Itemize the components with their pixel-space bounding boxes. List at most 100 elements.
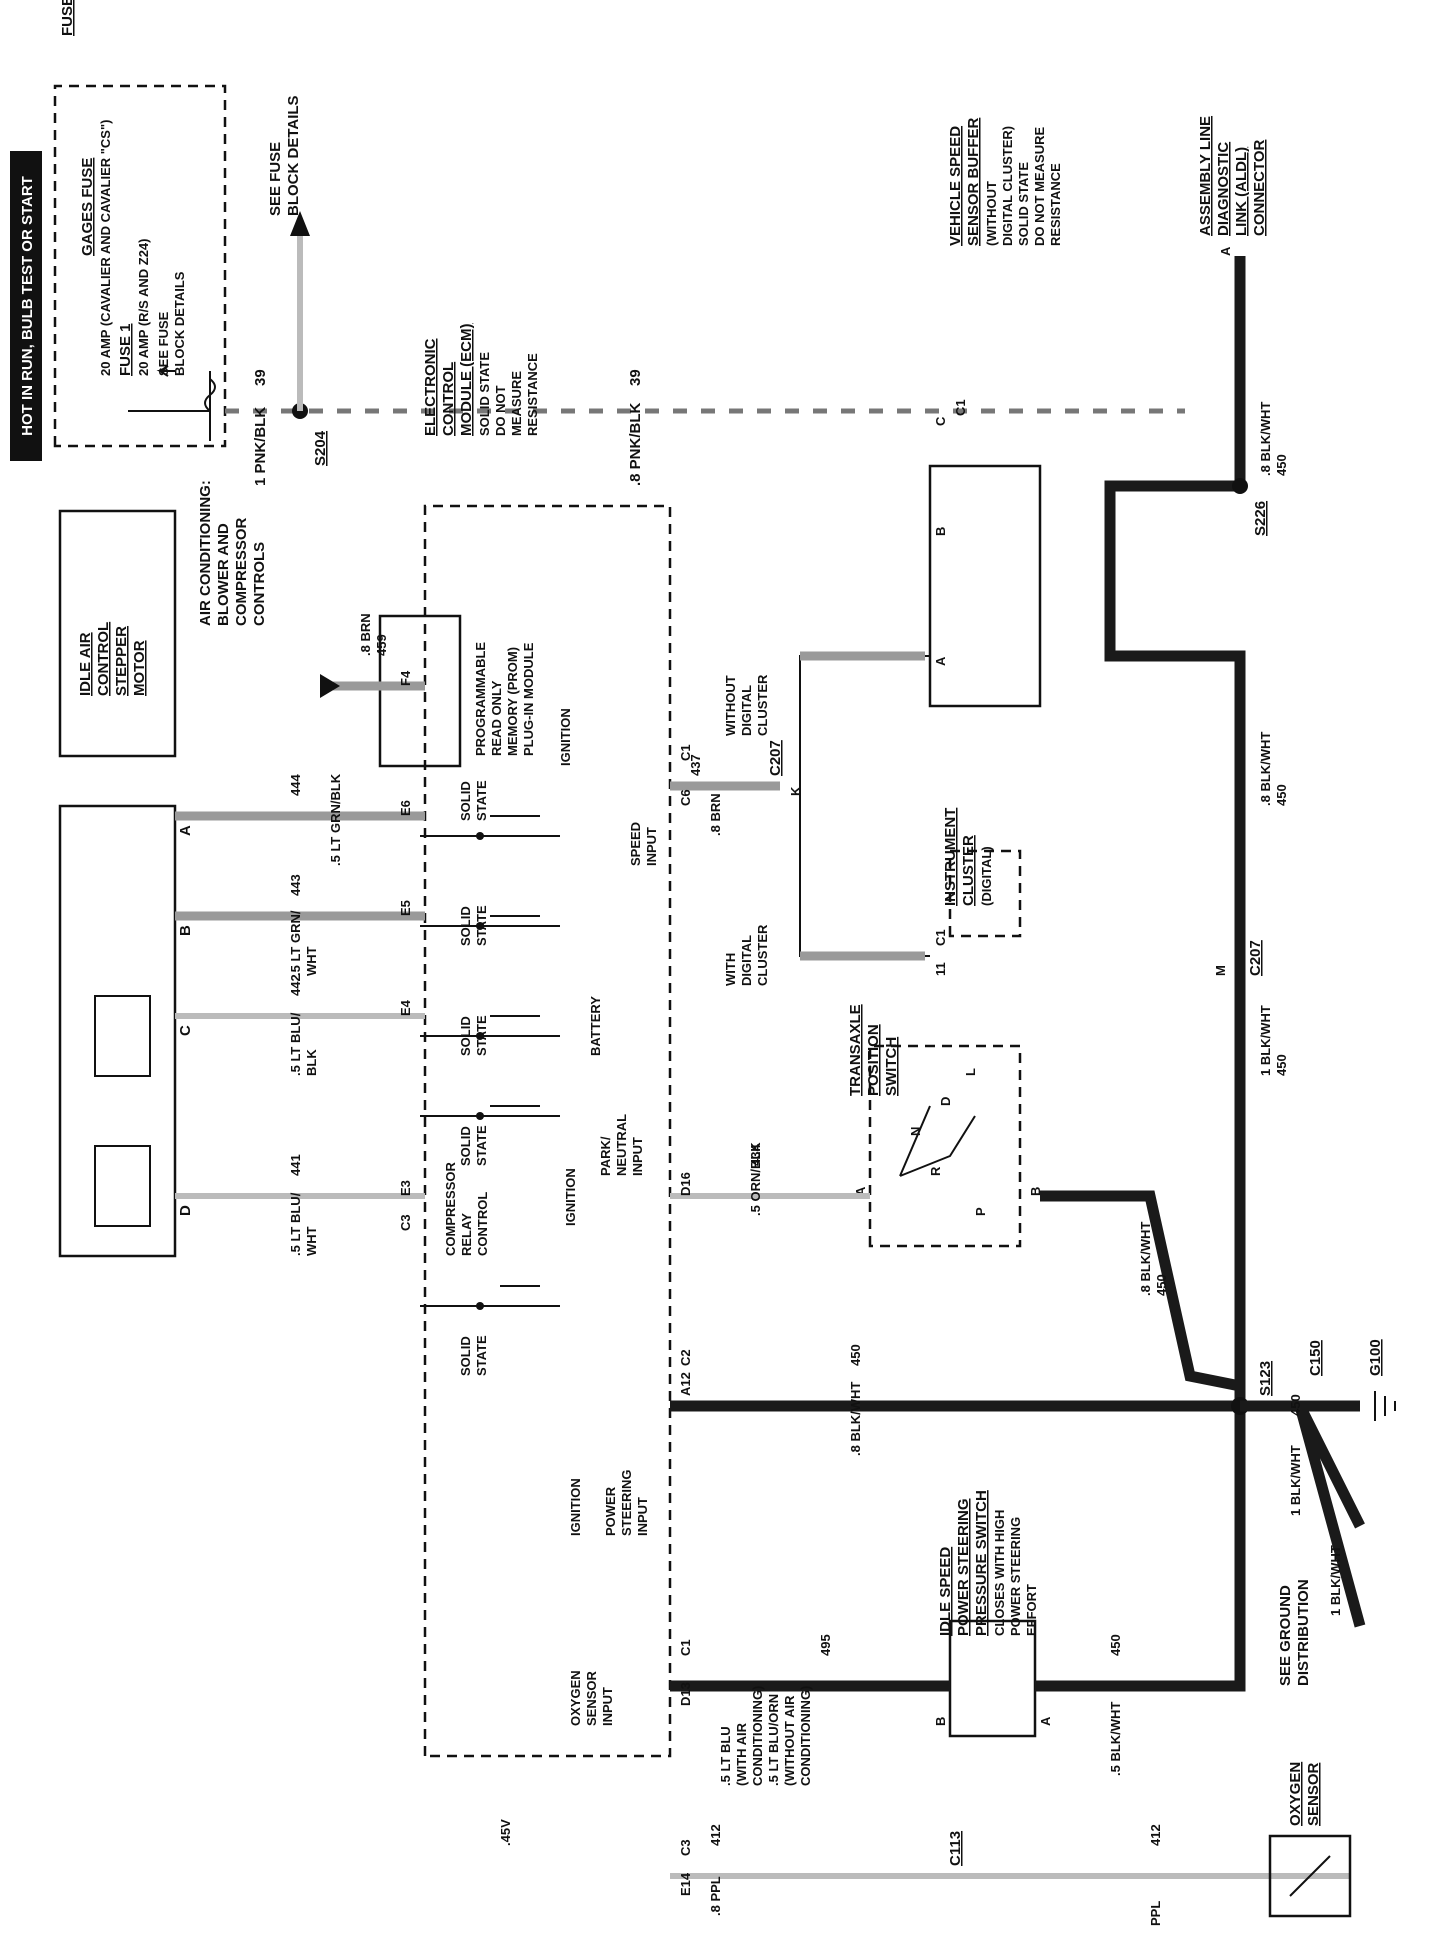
solid-state-5b: STATE	[474, 1335, 489, 1376]
w495-g1: .5 LT BLU	[718, 1726, 733, 1786]
w441-circuit: 441	[288, 1154, 303, 1176]
tps-pos-r: R	[928, 1166, 943, 1176]
vss-note-2: DIGITAL CLUSTER)	[1000, 126, 1015, 246]
solid-state-4a: SOLID	[458, 1126, 473, 1166]
ps-switch-circuit: 450	[1108, 1634, 1123, 1656]
w450-gauge-1: .8 BLK/WHT	[1258, 402, 1273, 476]
s226-label: S226	[1252, 501, 1269, 536]
iac-title-2: CONTROL	[95, 622, 112, 696]
oxygen-title-2: SENSOR	[1305, 1762, 1322, 1826]
solid-state-drivers	[420, 815, 560, 1310]
vss-note-5: RESISTANCE	[1048, 163, 1063, 246]
ecm-c2-gauge: .8 BLK/WHT	[848, 1382, 863, 1456]
c207-k-pin: K	[788, 786, 803, 796]
with-digital-1: WITH	[723, 953, 738, 986]
aldl-title-3: LINK (ALDL)	[1233, 147, 1250, 236]
ecm-c2-conn: C2	[678, 1349, 693, 1366]
prom-4: PLUG-IN MODULE	[521, 642, 536, 756]
iac-pin-d: D	[177, 1205, 194, 1216]
with-digital-2: DIGITAL	[739, 935, 754, 986]
w442-gauge: .5 LT BLU/	[288, 1012, 303, 1076]
ac-title-1: AIR CONDITIONING:	[197, 480, 214, 626]
fuse1-label: FUSE 1	[117, 323, 134, 376]
aldl-title-4: CONNECTOR	[1251, 139, 1268, 236]
fuse-block-title: FUSE BLOCK	[59, 0, 76, 36]
ecm-note-1: SOLID STATE	[477, 352, 492, 436]
tps-wire-450	[1040, 1190, 1242, 1392]
speed-wire-gauge: .8 BRN	[708, 793, 723, 836]
ignition-label-3: IGNITION	[568, 1478, 583, 1536]
aldl-title-2: DIAGNOSTIC	[1215, 142, 1232, 236]
ac-pin: F4	[398, 670, 413, 686]
with-digital-3: CLUSTER	[755, 924, 770, 986]
ecm-c2-circuit: 450	[848, 1344, 863, 1366]
oxygen-input-3: INPUT	[600, 1687, 615, 1726]
w450-circuit-1: 450	[1274, 454, 1289, 476]
c207-k-label: C207	[767, 740, 784, 776]
vss-note-3: SOLID STATE	[1016, 162, 1031, 246]
wire-495-circuit: 495	[818, 1634, 833, 1656]
ac-gauge: .8 BRN	[358, 613, 373, 656]
without-digital-2: DIGITAL	[739, 685, 754, 736]
ps-input-3: INPUT	[635, 1497, 650, 1536]
prom-2: READ ONLY	[489, 680, 504, 756]
wire-434-circuit: 434	[748, 1144, 763, 1166]
ac-title-4: CONTROLS	[251, 542, 268, 626]
vss-pin-a: A	[933, 656, 948, 666]
w442-circuit: 442	[288, 974, 303, 996]
oxygen-pin: E14	[678, 1872, 693, 1896]
wire-434-gauge: .5 ORN/BLK	[748, 1142, 763, 1216]
ps-switch-title-2: POWER STEERING	[955, 1498, 972, 1636]
solid-state-5a: SOLID	[458, 1336, 473, 1376]
wire-39-circuit-left: 39	[252, 369, 269, 386]
w442-gauge2: BLK	[304, 1049, 319, 1076]
ecm-note-3: MEASURE	[509, 371, 524, 436]
speed-wire-circuit: 437	[688, 754, 703, 776]
park-neutral-3: INPUT	[630, 1137, 645, 1176]
wire-39-circuit-right: 39	[627, 369, 644, 386]
ps-input-2: STEERING	[619, 1470, 634, 1536]
ps-switch-gauge: .5 BLK/WHT	[1108, 1702, 1123, 1776]
g100-label: G100	[1367, 1339, 1384, 1376]
s204-see-arrow	[290, 211, 310, 236]
w441-conn: C3	[398, 1214, 413, 1231]
ps-switch-box	[948, 1619, 1037, 1738]
ground-dist-1: SEE GROUND	[1277, 1585, 1294, 1686]
fuse-element	[128, 371, 216, 441]
oxygen-gauge-2: PPL	[1148, 1901, 1163, 1926]
ignition-label: IGNITION	[563, 1168, 578, 1226]
ground-circuit: 450	[1288, 1394, 1303, 1416]
ecm-title-2: CONTROL	[440, 362, 457, 436]
c113-label: C113	[947, 1831, 964, 1866]
ps-switch-wire-450	[1035, 1636, 1246, 1692]
tps-pos-n: N	[908, 1127, 923, 1136]
speed-input-2: INPUT	[644, 827, 659, 866]
oxygen-conn: C3	[678, 1839, 693, 1856]
wire-39-gauge-left: 1 PNK/BLK	[252, 407, 269, 486]
ps-switch-pin-b: B	[933, 1717, 948, 1726]
ps-switch-note-3: EFFORT	[1024, 1584, 1039, 1636]
cluster-title-2: CLUSTER	[960, 835, 977, 906]
ps-input-1: POWER	[603, 1486, 618, 1536]
wire-495-conn: C1	[678, 1639, 693, 1656]
cluster-conn: C1	[933, 929, 948, 946]
w495-g4: .5 LT BLU/ORN	[766, 1694, 781, 1786]
w442-pin: E4	[398, 999, 413, 1016]
ground-dist-2: DISTRIBUTION	[1295, 1579, 1312, 1686]
prom-1: PROGRAMMABLE	[473, 642, 488, 756]
solid-state-1b: STATE	[474, 780, 489, 821]
w444-circuit: 444	[288, 774, 303, 796]
iac-coils	[94, 995, 151, 1227]
g100-ground-icon	[1374, 1391, 1396, 1421]
iac-box	[58, 509, 177, 758]
fuse1-amp: 20 AMP (R/S AND Z24)	[136, 239, 151, 377]
tps-pos-l: L	[963, 1068, 978, 1076]
wire-495-pin: D13	[678, 1682, 693, 1706]
oxygen-input-1: OXYGEN	[568, 1670, 583, 1726]
w495-g5: (WITHOUT AIR	[782, 1695, 797, 1786]
prom-3: MEMORY (PROM)	[505, 647, 520, 756]
oxygen-title-1: OXYGEN	[1287, 1762, 1304, 1826]
ecm-note-2: DO NOT	[493, 385, 508, 436]
